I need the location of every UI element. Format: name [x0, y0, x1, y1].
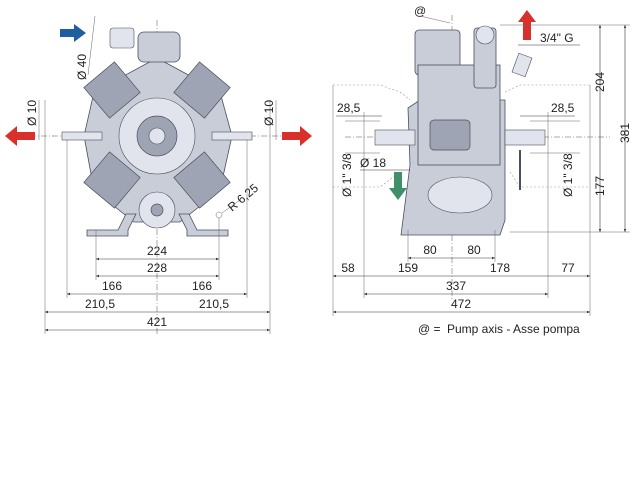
- dim-166-left: 166: [102, 279, 122, 293]
- left-offset-label: 28,5: [337, 101, 361, 115]
- front-view: 224 228 166 166 210,5 210,5 421 Ø 40 Ø 1…: [5, 15, 312, 335]
- height-177: 177: [593, 176, 607, 196]
- dim-166-right: 166: [192, 279, 212, 293]
- right-offset-label: 28,5: [551, 101, 575, 115]
- inlet-arrow-icon: [60, 24, 86, 42]
- inlet-hose-connector: [109, 27, 135, 49]
- legend: @ = Pump axis - Asse pompa: [418, 322, 580, 336]
- height-204: 204: [593, 72, 607, 92]
- pump-body-front: [61, 27, 253, 237]
- dim-178: 178: [490, 261, 510, 275]
- dim-210-5-left: 210,5: [85, 297, 115, 311]
- dim-210-5-right: 210,5: [199, 297, 229, 311]
- dim-472: 472: [451, 297, 471, 311]
- drain-diameter-label: Ø 18: [360, 156, 386, 170]
- dim-80-right: 80: [467, 243, 481, 257]
- height-381: 381: [618, 123, 632, 143]
- drain-arrow-icon: [389, 172, 407, 200]
- legend-symbol: @ =: [418, 322, 441, 336]
- dim-58: 58: [341, 261, 355, 275]
- dim-159: 159: [398, 261, 418, 275]
- dim-80-left: 80: [423, 243, 437, 257]
- mount-hole: [215, 211, 223, 219]
- dim-224: 224: [147, 244, 167, 258]
- delivery-thread-label: 3/4" G: [540, 31, 574, 45]
- left-port-diameter-label: Ø 1" 3/8: [340, 153, 354, 197]
- legend-text: Pump axis - Asse pompa: [447, 322, 580, 336]
- dim-421: 421: [147, 315, 167, 329]
- outlet-right-diameter-label: Ø 10: [262, 100, 276, 126]
- inlet-diameter-label: Ø 40: [75, 54, 89, 80]
- side-view: @ 3/4" G 28,5 28,5 Ø 1" 3/8 Ø 1" 3/8 Ø 1…: [332, 4, 632, 316]
- dim-77: 77: [561, 261, 575, 275]
- pump-axis-symbol: @: [414, 4, 426, 18]
- pump-body-side: [374, 25, 546, 236]
- outlet-left-diameter-label: Ø 10: [25, 100, 39, 126]
- outlet-left-arrow-icon: [5, 126, 35, 146]
- outlet-right-arrow-icon: [282, 126, 312, 146]
- mount-radius-label: R 6,25: [225, 181, 261, 215]
- right-port-diameter-label: Ø 1" 3/8: [561, 153, 575, 197]
- dim-228: 228: [147, 261, 167, 275]
- dim-337: 337: [446, 279, 466, 293]
